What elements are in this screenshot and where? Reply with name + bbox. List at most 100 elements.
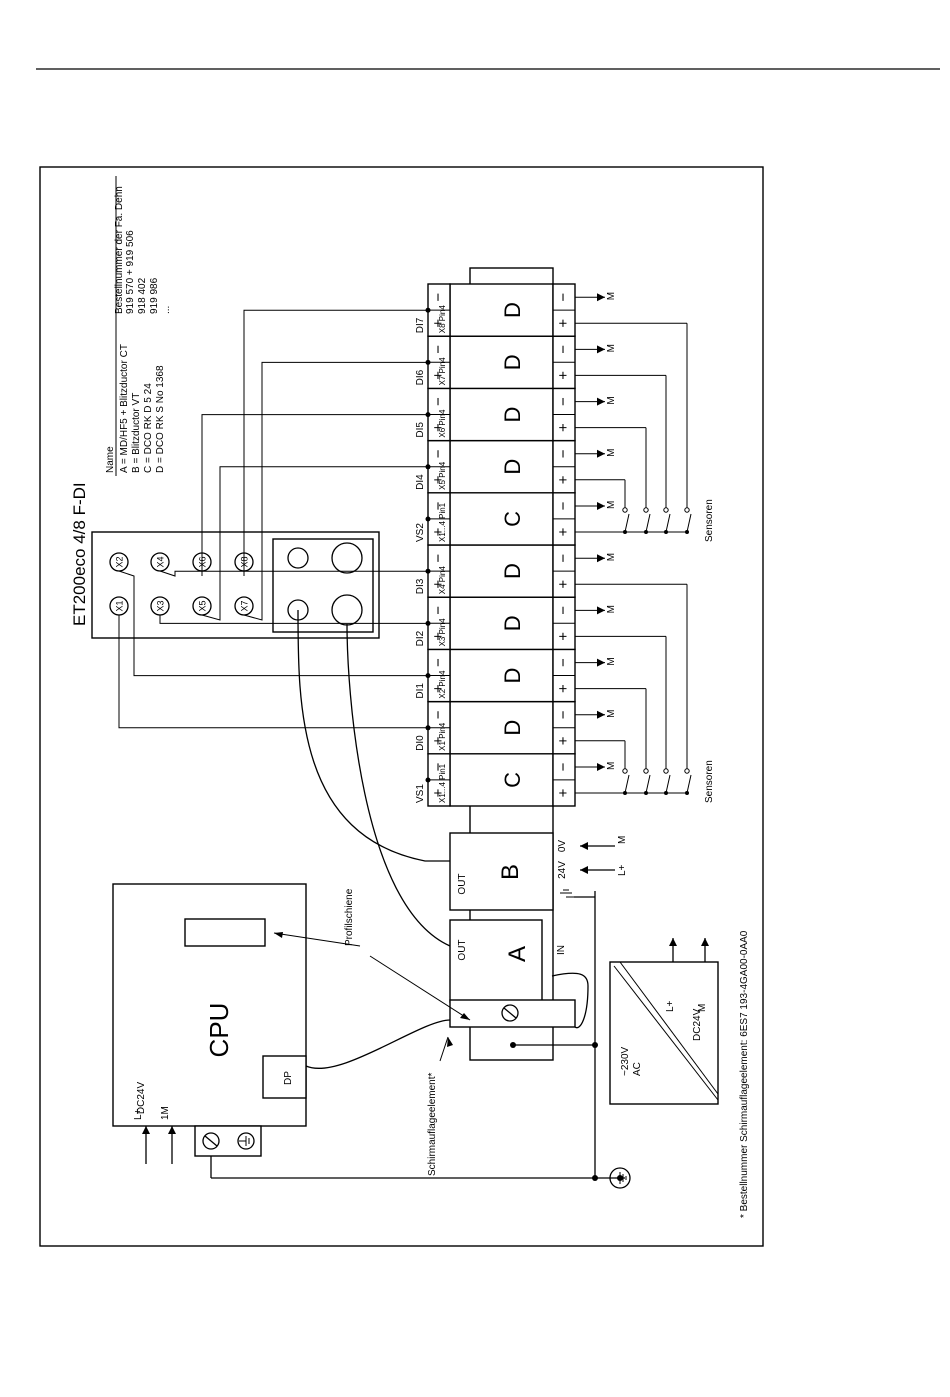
wire-di5 <box>201 414 428 576</box>
module-b-box <box>449 832 554 911</box>
channel-label: VS1 <box>415 784 426 803</box>
terminal-plus-top: + <box>430 475 447 484</box>
connector-label: X3 <box>156 600 166 611</box>
cpu-dp-label: DP <box>283 1071 294 1085</box>
shield-screw-icon <box>501 1004 519 1022</box>
terminal-minus-top: − <box>430 345 447 354</box>
channel-label: DI1 <box>415 683 426 699</box>
module-letter: C <box>500 772 525 788</box>
sensors-label: Sensoren <box>704 499 715 542</box>
legend-table: Name Bestellnummer der Fa. Dehn A = MD/H… <box>105 176 172 476</box>
channel-label: DI5 <box>415 422 426 438</box>
connector-label: X7 <box>240 600 250 611</box>
legend-order-3: ... <box>161 306 172 314</box>
ground-m-label: M <box>606 448 617 456</box>
terminal-plus-top: + <box>430 632 447 641</box>
connector-label: X5 <box>198 600 208 611</box>
bus-port-small-2 <box>287 547 309 569</box>
module-b-m-label: M <box>617 836 628 844</box>
legend-order-0: 919 570 + 919 506 <box>125 230 136 314</box>
psu-m-label: M <box>697 1004 708 1012</box>
module-letter: D <box>500 354 525 370</box>
module-b-letter: B <box>497 864 524 880</box>
ground-m-label: M <box>606 292 617 300</box>
ground-bus <box>210 891 631 1189</box>
terminal-plus-top: + <box>430 371 447 380</box>
legend-name-0: A = MD/HF5 + Blitzductor CT <box>119 344 130 473</box>
module-letter: D <box>500 615 525 631</box>
module-letter: D <box>500 668 525 684</box>
channel-label: VS2 <box>415 523 426 542</box>
terminal-minus-top: − <box>430 606 447 615</box>
terminal-plus-bottom: + <box>555 423 572 432</box>
bus-port-panel <box>272 538 374 633</box>
channel-label: DI4 <box>415 474 426 490</box>
module-letter: D <box>500 563 525 579</box>
terminal-minus-bottom: − <box>555 397 572 406</box>
terminal-minus-top: − <box>430 397 447 406</box>
wire-di7 <box>243 309 428 576</box>
channel-pin-label: X5 Pin4 <box>438 461 447 490</box>
ground-m-label: M <box>606 762 617 770</box>
ground-m-label: M <box>606 344 617 352</box>
terminal-plus-top: + <box>430 788 447 797</box>
module-a-in-label: IN <box>556 945 567 955</box>
module-b-24v-label: 24V <box>557 861 568 879</box>
terminal-minus-bottom: − <box>555 606 572 615</box>
ground-m-label: M <box>606 657 617 665</box>
terminal-plus-top: + <box>430 527 447 536</box>
bus-cable-out-b <box>297 609 450 862</box>
legend-col-name: Name <box>105 446 116 473</box>
shield-clamp-box <box>449 999 576 1028</box>
module-a-out-label: OUT <box>457 939 468 960</box>
terminal-minus-bottom: − <box>555 293 572 302</box>
terminal-plus-top: + <box>430 423 447 432</box>
ground-m-label: M <box>606 553 617 561</box>
module-letter: D <box>500 407 525 423</box>
channel-pin-label: X2 Pin4 <box>438 670 447 699</box>
module-b-m-arrow <box>580 842 588 850</box>
terminal-minus-top: − <box>430 501 447 510</box>
legend-name-2: C = DCO RK D 5 24 <box>143 383 154 473</box>
module-a: A OUT IN <box>449 919 567 1003</box>
module-letter: D <box>500 302 525 318</box>
module-b-out-label: OUT <box>457 873 468 894</box>
terminal-plus-top: + <box>430 319 447 328</box>
terminal-minus-bottom: − <box>555 449 572 458</box>
cpu-screw-icon <box>202 1132 220 1150</box>
channel-pin-label: X3 Pin4 <box>438 618 447 647</box>
terminal-minus-top: − <box>430 762 447 771</box>
cpu-lplus-label: L+ <box>133 1108 144 1120</box>
legend-name-1: B = Blitzductor VT <box>131 393 142 473</box>
terminal-minus-bottom: − <box>555 658 572 667</box>
channel-label: DI7 <box>415 317 426 333</box>
psu-ac2-label: AC <box>632 1062 643 1076</box>
terminal-minus-bottom: − <box>555 554 572 563</box>
cpu-top-tab <box>184 918 266 947</box>
terminal-plus-bottom: + <box>555 788 572 797</box>
sensor-group-1: Sensoren <box>575 583 715 803</box>
terminal-plus-bottom: + <box>555 684 572 693</box>
module-a-letter: A <box>504 946 531 962</box>
module-letter: C <box>500 511 525 527</box>
terminal-plus-bottom: + <box>555 319 572 328</box>
cpu-lplus-arrow <box>142 1126 150 1134</box>
signal-wires <box>118 309 428 729</box>
legend-name-3: D = DCO RK S No 1368 <box>155 365 166 473</box>
channel-pin-label: X1...4 Pin1 <box>438 763 447 803</box>
cpu-1m-label: 1M <box>160 1106 171 1120</box>
module-b: B OUT 24V 0V M L+ <box>449 832 628 911</box>
shield-element-label: Schirmauflageelement* <box>427 1073 438 1176</box>
wire-di0 <box>118 615 428 729</box>
wire-di1 <box>118 570 428 677</box>
wire-di3 <box>159 570 428 577</box>
